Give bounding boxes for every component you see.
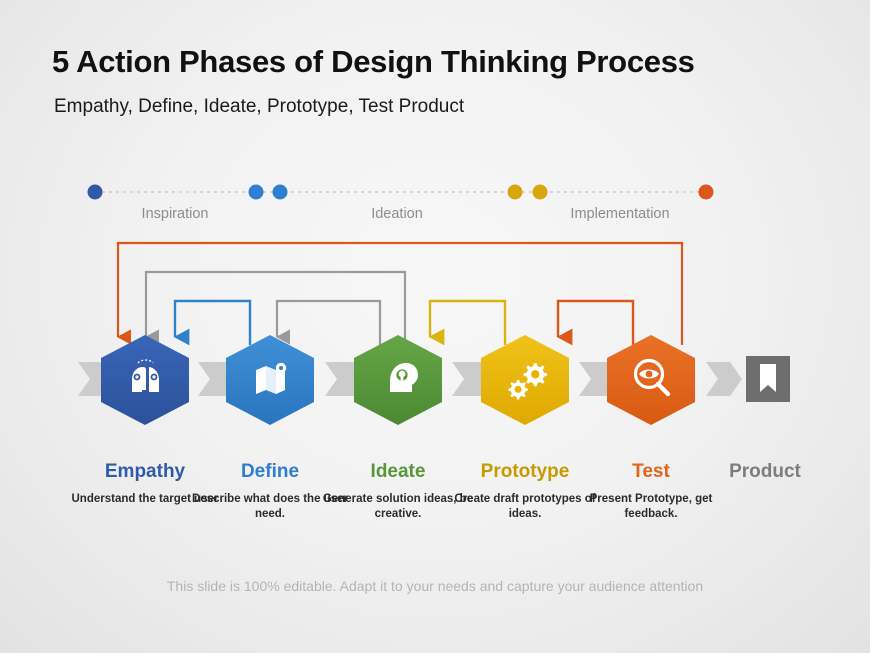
timeline-dot-prototype [507, 184, 523, 200]
connector-prototype-to-ideate [428, 299, 507, 346]
phase-title-prototype: Prototype [480, 461, 570, 482]
phase-desc-prototype: Create draft prototypes of ideas. [454, 493, 596, 520]
phase-title-empathy: Empathy [104, 461, 186, 482]
phase-hexagon-prototype[interactable] [481, 335, 569, 425]
phase-desc-test: Present Prototype, get feedback. [589, 493, 713, 520]
phase-title-product: Product [729, 461, 801, 482]
phase-hexagon-ideate[interactable] [354, 335, 442, 425]
connector-ideate-feedback [275, 299, 382, 345]
phase-desc-ideate: Generate solution ideas, be creative. [322, 493, 474, 520]
phase-hexagon-empathy[interactable] [101, 335, 189, 425]
page-title: 5 Action Phases of Design Thinking Proce… [52, 44, 695, 79]
connector-define-to-empathy [173, 299, 252, 346]
timeline-dot-test [532, 184, 548, 200]
timeline-dot-ideation [272, 184, 288, 200]
phase-title-define: Define [240, 461, 300, 482]
phase-desc-define: Describe what does the user need. [192, 493, 348, 520]
connector-test-to-empathy [116, 241, 684, 345]
connector-ideate-to-empathy [144, 270, 407, 345]
connector-test-to-prototype [556, 299, 635, 346]
timeline-label-inspiration: Inspiration [141, 206, 209, 222]
two-heads-gears-icon [132, 359, 159, 392]
timeline-dot-start [87, 184, 103, 200]
head-lightbulb-icon [390, 363, 418, 392]
timeline-dot-inspiration [248, 184, 264, 200]
timeline-label-implementation: Implementation [570, 206, 670, 222]
phase-title-ideate: Ideate [370, 461, 426, 482]
phase-desc-empathy: Understand the target user [71, 493, 219, 505]
footer-note: This slide is 100% editable. Adapt it to… [166, 578, 704, 594]
eye-magnifier-icon [633, 358, 671, 397]
gears-icon [508, 363, 547, 400]
timeline-dot-end [698, 184, 714, 200]
bookmark-ribbon-icon [760, 364, 776, 392]
map-pin-icon [256, 362, 287, 394]
page-subtitle: Empathy, Define, Ideate, Prototype, Test… [54, 96, 465, 117]
product-box[interactable] [746, 356, 790, 402]
timeline-label-ideation: Ideation [371, 206, 423, 222]
phase-hexagon-test[interactable] [607, 335, 695, 425]
phase-title-test: Test [632, 461, 670, 482]
phase-hexagon-define[interactable] [226, 335, 314, 425]
chevron-band [78, 362, 742, 396]
